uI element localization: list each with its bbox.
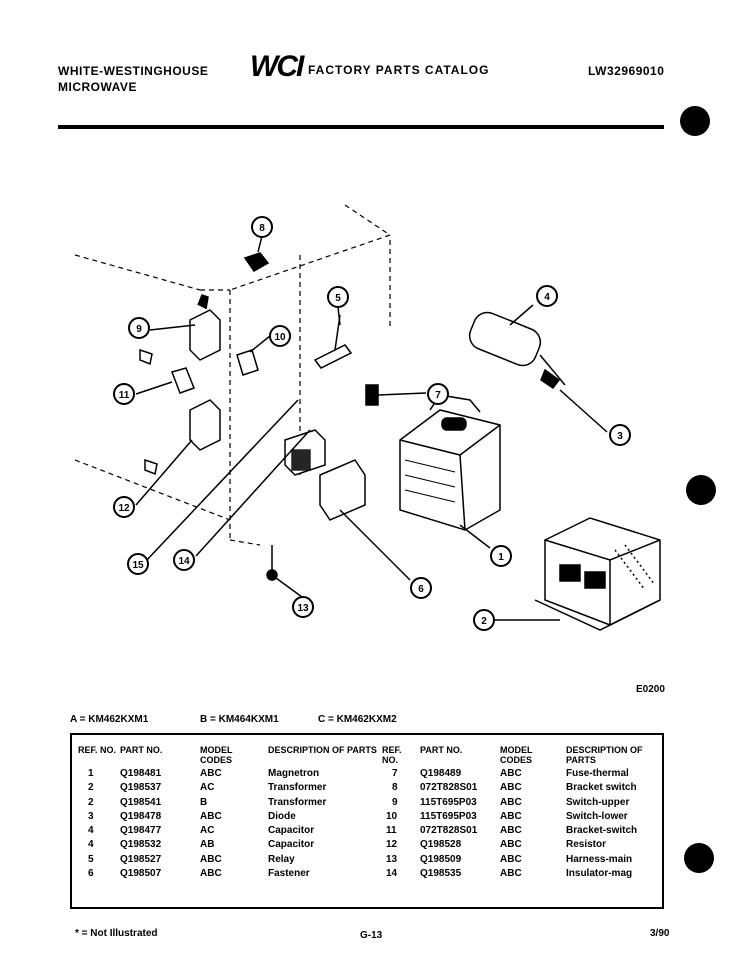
- callout-6: 6: [418, 584, 424, 595]
- wci-logo: WCI: [250, 50, 304, 83]
- catalog-title: FACTORY PARTS CATALOG: [308, 63, 490, 77]
- parts-table-right: REF. NO. PART NO. MODEL CODES DESCRIPTIO…: [382, 745, 670, 881]
- header-ref: REF. NO.: [78, 745, 117, 755]
- model-c: C = KM462KXM2: [318, 714, 397, 725]
- header-codes: MODEL CODES: [200, 745, 233, 765]
- exploded-parts-diagram: 8 5 4 9 10 11 7 3 12 15 14 1 6 2 13: [74, 204, 661, 631]
- header-rule: [58, 125, 664, 129]
- header-ref-right: REF. NO.: [382, 745, 402, 765]
- header-desc-right: DESCRIPTION OF PARTS: [566, 745, 643, 765]
- not-illustrated-note: * = Not Illustrated: [75, 928, 158, 939]
- brand-name: WHITE-WESTINGHOUSE: [58, 64, 209, 78]
- parts-table-box: [70, 733, 664, 909]
- header-desc: DESCRIPTION OF PARTS: [268, 745, 377, 755]
- callout-7: 7: [435, 390, 441, 401]
- callout-15: 15: [132, 560, 144, 571]
- callout-2: 2: [481, 616, 487, 627]
- callout-3: 3: [617, 431, 623, 442]
- callout-14: 14: [178, 556, 190, 567]
- callout-4: 4: [544, 292, 550, 303]
- header-part-right: PART NO.: [420, 745, 463, 755]
- callout-circle-8-top: [251, 216, 273, 238]
- callout-13: 13: [297, 603, 309, 614]
- page-number: G-13: [360, 930, 383, 941]
- callout-5: 5: [335, 293, 341, 304]
- callout-10: 10: [274, 332, 286, 343]
- model-number: LW32969010: [588, 64, 665, 78]
- header-part: PART NO.: [120, 745, 163, 755]
- callout-12: 12: [118, 503, 130, 514]
- callout-11: 11: [119, 390, 130, 401]
- callout-1: 1: [498, 552, 504, 563]
- callout-8-top: 8: [259, 223, 265, 234]
- callout-9: 9: [136, 324, 142, 335]
- header-codes-right: MODEL CODES: [500, 745, 533, 765]
- product-type: MICROWAVE: [58, 80, 137, 94]
- binder-hole-top: [680, 106, 710, 136]
- revision-date: 3/90: [650, 928, 670, 939]
- figure-code: E0200: [636, 684, 665, 695]
- model-b: B = KM464KXM1: [200, 714, 279, 725]
- parts-table-left: REF. NO. PART NO. MODEL CODES DESCRIPTIO…: [78, 745, 382, 881]
- model-a: A = KM462KXM1: [70, 714, 149, 725]
- binder-hole-middle: [686, 475, 716, 505]
- binder-hole-bottom: [684, 843, 714, 873]
